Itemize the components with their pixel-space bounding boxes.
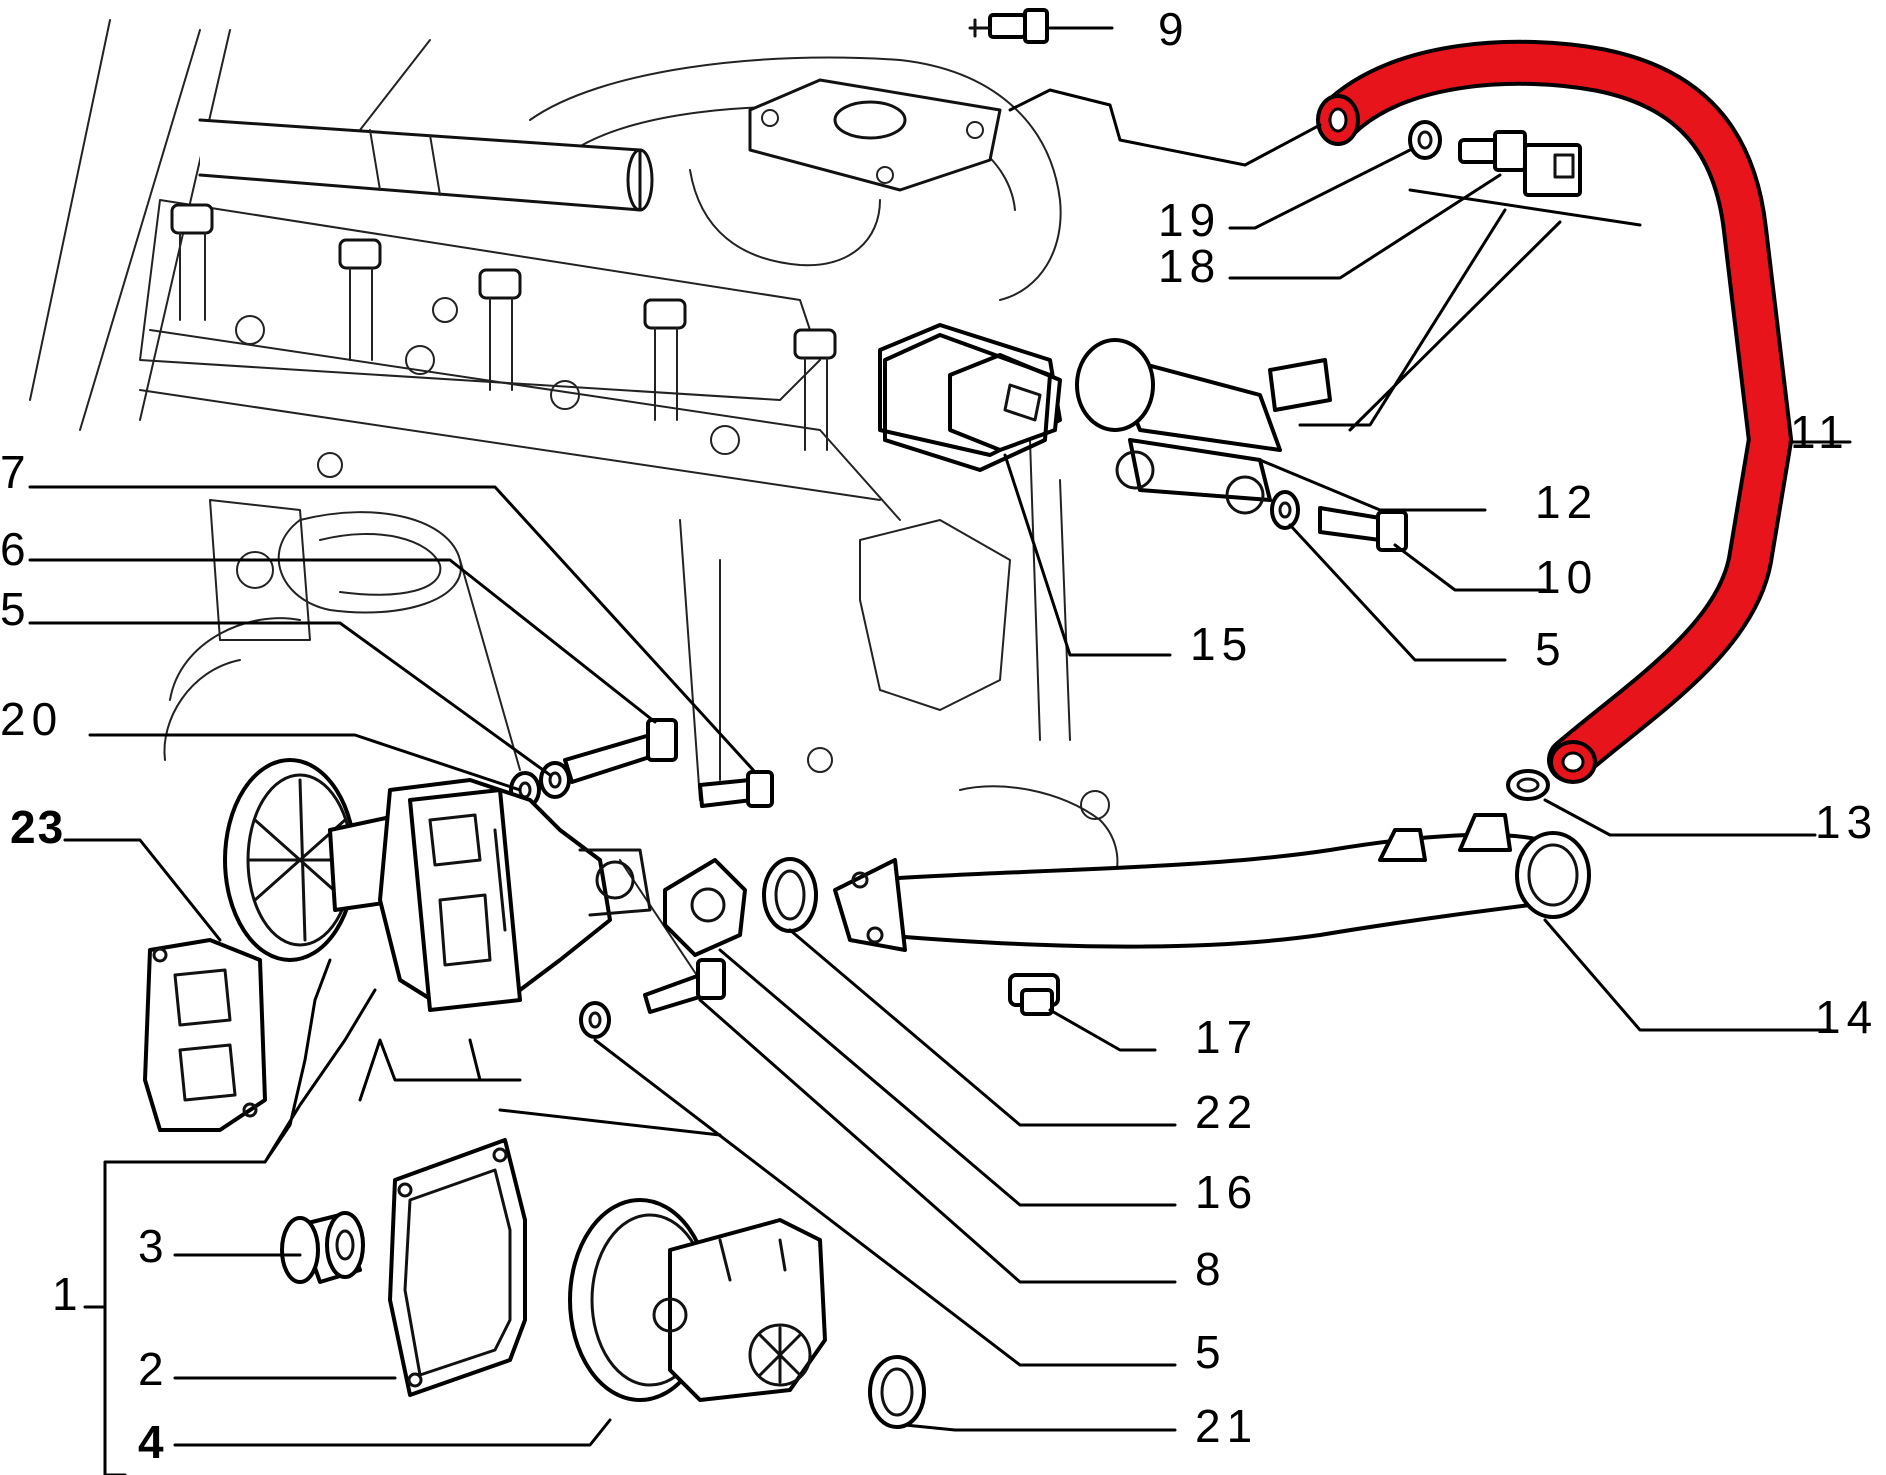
label-17: 17 [1195,1011,1258,1063]
gasket-2 [388,1138,527,1397]
bolt-6 [563,718,678,784]
label-1: 1 [52,1268,84,1320]
callout-labels: 9 19 18 11 12 10 5 15 7 6 5 20 23 13 14 … [0,3,1878,1468]
gasket-16 [663,858,747,957]
washer-19 [1408,120,1442,160]
label-14: 14 [1815,991,1878,1043]
label-20: 20 [0,693,63,745]
label-11: 11 [1790,406,1850,458]
label-3: 3 [138,1220,170,1272]
label-10: 10 [1535,551,1598,603]
label-7: 7 [0,446,32,498]
head-bolts [170,203,837,451]
temperature-sensor-18 [1458,130,1582,197]
label-12: 12 [1535,476,1598,528]
sensor-9 [968,8,1049,44]
o-ring-21 [868,1355,926,1429]
label-5c: 5 [1195,1326,1227,1378]
label-6: 6 [0,523,32,575]
label-18: 18 [1158,240,1221,292]
washer-5b [539,761,571,799]
thermostat-housing-12 [878,323,1332,515]
label-4: 4 [138,1416,166,1468]
washer-5a [1270,490,1300,530]
water-pump-4 [568,1198,827,1402]
carb-flange [748,78,1002,192]
engine-block-drawing [29,19,1119,981]
hose-clamp-13 [1506,769,1550,801]
label-16: 16 [1195,1166,1258,1218]
gasket-15 [883,333,1052,472]
drain-plug-17 [1008,973,1060,1016]
label-13: 13 [1815,796,1878,848]
bearing-3 [280,1211,365,1284]
washer-5c [579,1001,611,1039]
coolant-pipe-14 [833,813,1591,952]
plug-holes [235,297,740,478]
leader-lines [28,26,1852,1475]
label-9: 9 [1158,3,1190,55]
label-19: 19 [1158,194,1221,246]
coolant-hose-11 [1316,39,1794,784]
bolt-8 [643,958,726,1014]
gasket-23 [143,938,267,1132]
label-22: 22 [1195,1086,1258,1138]
label-15: 15 [1190,618,1253,670]
water-pump-assembly [223,758,652,1012]
label-2: 2 [138,1343,170,1395]
bolt-7 [698,770,774,808]
bolt-10 [1318,506,1408,552]
o-ring-22 [762,857,818,933]
label-23: 23 [10,801,65,853]
label-21: 21 [1195,1400,1258,1452]
label-5a: 5 [1535,623,1567,675]
label-5b: 5 [0,583,32,635]
label-8: 8 [1195,1243,1227,1295]
